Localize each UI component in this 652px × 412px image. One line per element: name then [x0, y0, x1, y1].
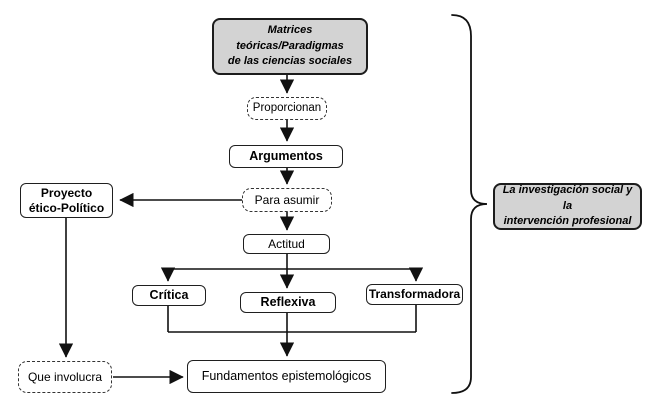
node-label-line: Proyecto	[40, 185, 93, 200]
node-fundamentos-epistemologicos: Fundamentos epistemológicos	[187, 360, 386, 393]
node-actitud: Actitud	[243, 234, 330, 254]
node-label-line: intervención profesional	[503, 215, 632, 228]
node-label-line: ético-Político	[28, 200, 105, 215]
right-brace	[451, 14, 488, 394]
node-label-line: Matrices teóricas/Paradigmas	[236, 24, 344, 52]
node-label-line: de las ciencias sociales	[227, 55, 353, 68]
node-label: Que involucra	[27, 369, 103, 384]
node-proporcionan: Proporcionan	[247, 97, 327, 120]
node-para-asumir: Para asumir	[242, 188, 332, 212]
node-label: Proporcionan	[252, 102, 322, 115]
node-que-involucra: Que involucra	[18, 361, 112, 393]
node-proyecto-etico-politico: Proyecto ético-Político	[20, 183, 113, 218]
node-transformadora: Transformadora	[366, 284, 463, 305]
node-critica: Crítica	[132, 285, 206, 306]
node-reflexiva: Reflexiva	[240, 292, 336, 313]
node-label: Para asumir	[254, 192, 320, 207]
node-label: Reflexiva	[260, 294, 316, 309]
node-label: Transformadora	[368, 287, 461, 301]
node-matrices-teoricas: Matrices teóricas/Paradigmas de las cien…	[212, 18, 368, 75]
node-label-line: La investigación social y la	[502, 184, 633, 212]
node-label: Actitud	[268, 236, 305, 251]
node-label: Crítica	[149, 287, 189, 302]
node-label: Fundamentos epistemológicos	[201, 368, 372, 383]
node-argumentos: Argumentos	[229, 145, 343, 168]
node-investigacion-social: La investigación social y la intervenció…	[493, 183, 642, 230]
node-label: Argumentos	[249, 148, 323, 163]
